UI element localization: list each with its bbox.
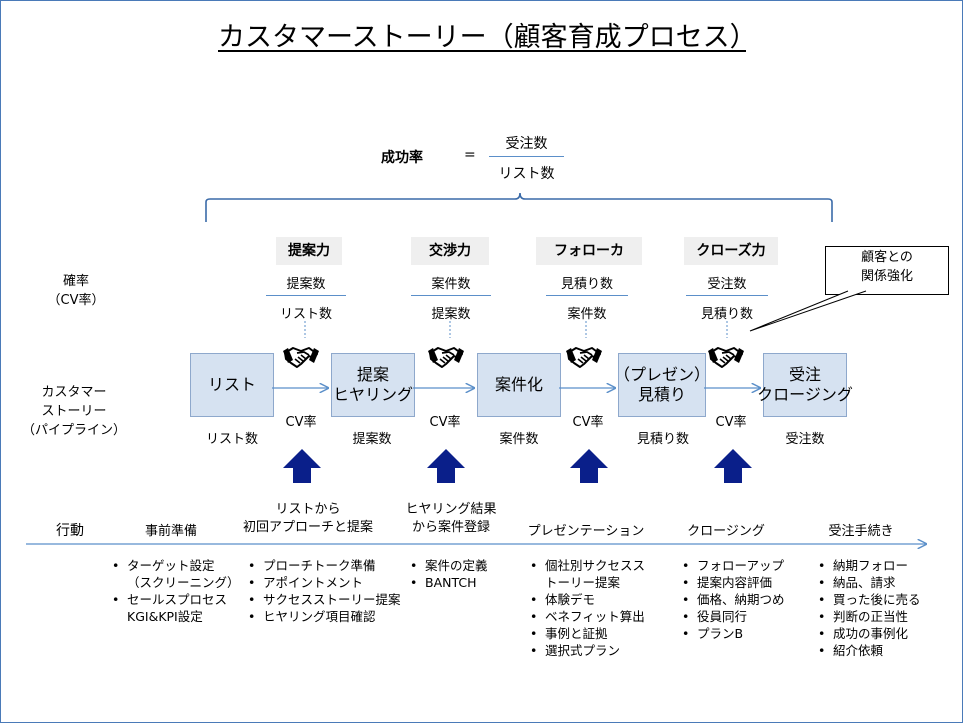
cv-label-3: CV率 [572,415,604,430]
list-item: 案件の定義 [409,557,488,574]
skill-proposal-line [266,295,346,296]
list-item: フォローアップ [681,557,785,574]
list-item: 事例と証拠 [529,625,645,642]
callout-pointer [749,290,867,332]
skill-close-line [686,295,768,296]
stage-estimate: （プレゼン） 見積り [614,353,710,417]
skill-follow-line [546,295,628,296]
stage-hearing-label: 提案 ヒヤリング [332,365,413,404]
handshake-icon [282,347,320,368]
phase-title-approach: リストから 初回アプローチと提案 [242,502,373,535]
stage-deal-count: 案件数 [499,432,539,447]
up-arrow-icon [570,449,608,483]
cv-label-4: CV率 [715,415,747,430]
bracket-brace [205,192,833,222]
handshake-icon [427,347,465,368]
skill-close-denominator: 見積り数 [700,307,753,322]
phase-title-order: 受注手続き [828,524,894,539]
stage-deal: 案件化 [477,353,561,417]
list-item: ターゲット設定 （スクリーニング） [111,557,240,591]
formula-equals: = [464,147,476,163]
formula-numerator: 受注数 [505,136,548,152]
list-item: サクセスストーリー提案 [247,591,401,608]
stage-hearing: 提案 ヒヤリング [331,353,415,417]
stage-hearing-count: 提案数 [352,432,392,447]
handshake-icon [707,347,745,368]
stage-list-label: リスト [207,375,256,394]
phase-title-presentation: プレゼンテーション [527,524,645,539]
phase-list-closing: フォローアップ 提案内容評価 価格、納期つめ 役員同行 プランB [681,557,785,642]
skill-negotiation-line [411,295,491,296]
list-item: セールスプロセス KGI&KPI設定 [111,591,240,625]
phase-list-register: 案件の定義 BANTCH [409,557,488,591]
phase-title-register: ヒヤリング結果 から案件登録 [405,502,497,535]
list-item: 成功の事例化 [817,625,921,642]
skill-proposal-numerator: 提案数 [286,277,326,292]
row-label-action: 行動 [56,523,84,539]
handshake-icon [565,347,603,368]
row-label-story: カスタマー ストーリー （パイプライン） [21,385,126,438]
stage-closing-label: 受注 クロージング [757,365,853,404]
skill-follow: フォローカ [536,237,642,265]
list-item: 役員同行 [681,608,785,625]
phase-title-prep: 事前準備 [144,524,197,539]
skill-close: クローズ力 [684,237,778,265]
list-item: 価格、納期つめ [681,591,785,608]
cv-label-1: CV率 [285,415,317,430]
list-item: 納品、請求 [817,574,921,591]
stage-estimate-count: 見積り数 [636,432,689,447]
stage-list-count: リスト数 [205,432,258,447]
callout-relationship: 顧客との 関係強化 [825,246,949,295]
row-label-probability: 確率 （CV率） [47,274,105,308]
list-item: アポイントメント [247,574,401,591]
page-title: カスタマーストーリー（顧客育成プロセス） [218,22,757,53]
skill-negotiation: 交渉力 [411,237,489,265]
list-item: 体験デモ [529,591,645,608]
stage-closing: 受注 クロージング [757,353,853,417]
list-item: 個社別サクセスス トーリー提案 [529,557,645,591]
list-item: 提案内容評価 [681,574,785,591]
title-underline [218,50,746,52]
up-arrow-icon [427,449,465,483]
stage-deal-label: 案件化 [494,375,543,394]
list-item: プランB [681,625,785,642]
list-item: 納期フォロー [817,557,921,574]
up-arrow-icon [283,449,321,483]
skill-close-numerator: 受注数 [707,277,747,292]
formula-fraction-line [489,156,564,157]
stage-list: リスト [190,353,274,417]
list-item: 判断の正当性 [817,608,921,625]
stage-estimate-label: （プレゼン） 見積り [614,365,711,404]
phase-title-closing: クロージング [687,524,765,539]
up-arrow-icon [714,449,752,483]
list-item: 紹介依頼 [817,642,921,659]
list-item: 買った後に売る [817,591,921,608]
skill-proposal-denominator: リスト数 [279,307,332,322]
cv-label-2: CV率 [429,415,461,430]
list-item: 選択式プラン [529,642,645,659]
phase-list-presentation: 個社別サクセスス トーリー提案 体験デモ ベネフィット算出 事例と証拠 選択式プ… [529,557,645,659]
phase-list-approach: プローチトーク準備 アポイントメント サクセスストーリー提案 ヒヤリング項目確認 [247,557,401,625]
phase-list-order: 納期フォロー 納品、請求 買った後に売る 判断の正当性 成功の事例化 紹介依頼 [817,557,921,659]
skill-proposal: 提案力 [276,237,342,265]
skill-follow-numerator: 見積り数 [560,277,613,292]
skill-follow-denominator: 案件数 [567,307,607,322]
list-item: ベネフィット算出 [529,608,645,625]
skill-negotiation-numerator: 案件数 [431,277,471,292]
list-item: BANTCH [409,574,488,591]
formula-denominator: リスト数 [498,166,555,182]
list-item: プローチトーク準備 [247,557,401,574]
skill-negotiation-denominator: 提案数 [431,307,471,322]
formula-label: 成功率 [381,150,423,166]
list-item: ヒヤリング項目確認 [247,608,401,625]
phase-list-prep: ターゲット設定 （スクリーニング） セールスプロセス KGI&KPI設定 [111,557,240,625]
stage-closing-count: 受注数 [785,432,825,447]
